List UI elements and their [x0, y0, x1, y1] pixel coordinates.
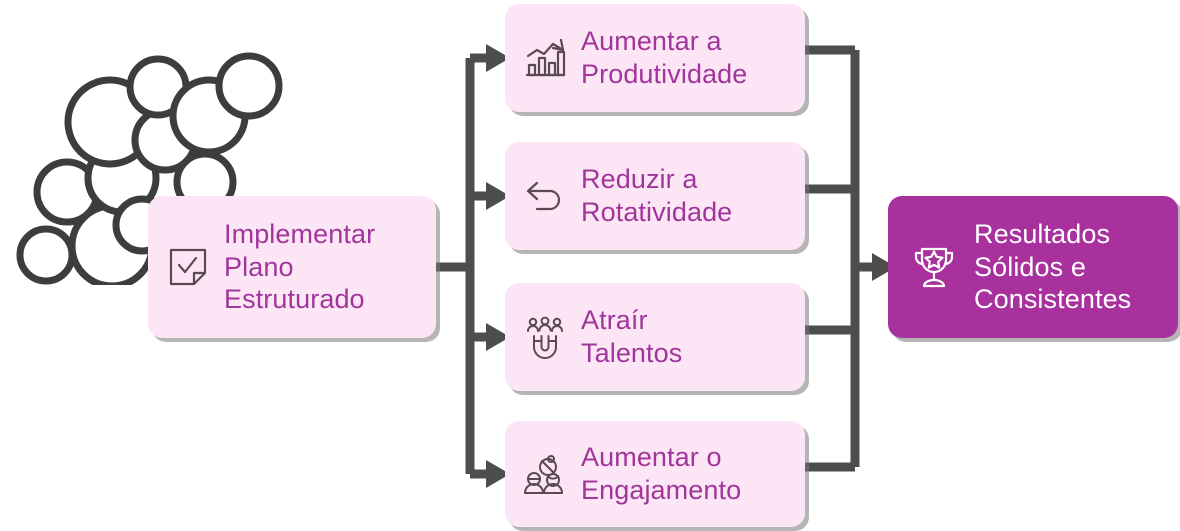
node-label: Reduzir a Rotatividade: [581, 164, 733, 227]
undo-arrow-icon: [523, 174, 567, 218]
node-atrair-talentos[interactable]: Atraír Talentos: [505, 283, 805, 391]
magnet-people-icon: [523, 315, 567, 359]
node-reduzir-a-rotatividade[interactable]: Reduzir a Rotatividade: [505, 142, 805, 250]
node-resultados-solidos-e-consistentes[interactable]: Resultados Sólidos e Consistentes: [888, 196, 1178, 338]
node-label: Implementar Plano Estruturado: [224, 218, 376, 315]
node-implementar-plano-estruturado[interactable]: Implementar Plano Estruturado: [148, 196, 436, 338]
people-engagement-icon: [523, 452, 567, 496]
bar-chart-growth-icon: [523, 36, 567, 80]
node-aumentar-o-engajamento[interactable]: Aumentar o Engajamento: [505, 421, 805, 527]
checklist-note-icon: [166, 245, 210, 289]
node-label: Aumentar a Produtividade: [581, 26, 748, 89]
trophy-star-icon: [910, 243, 958, 291]
node-label: Aumentar o Engajamento: [581, 442, 742, 505]
node-label: Atraír Talentos: [581, 305, 683, 368]
node-aumentar-a-produtividade[interactable]: Aumentar a Produtividade: [505, 4, 805, 112]
node-label: Resultados Sólidos e Consistentes: [974, 218, 1132, 315]
